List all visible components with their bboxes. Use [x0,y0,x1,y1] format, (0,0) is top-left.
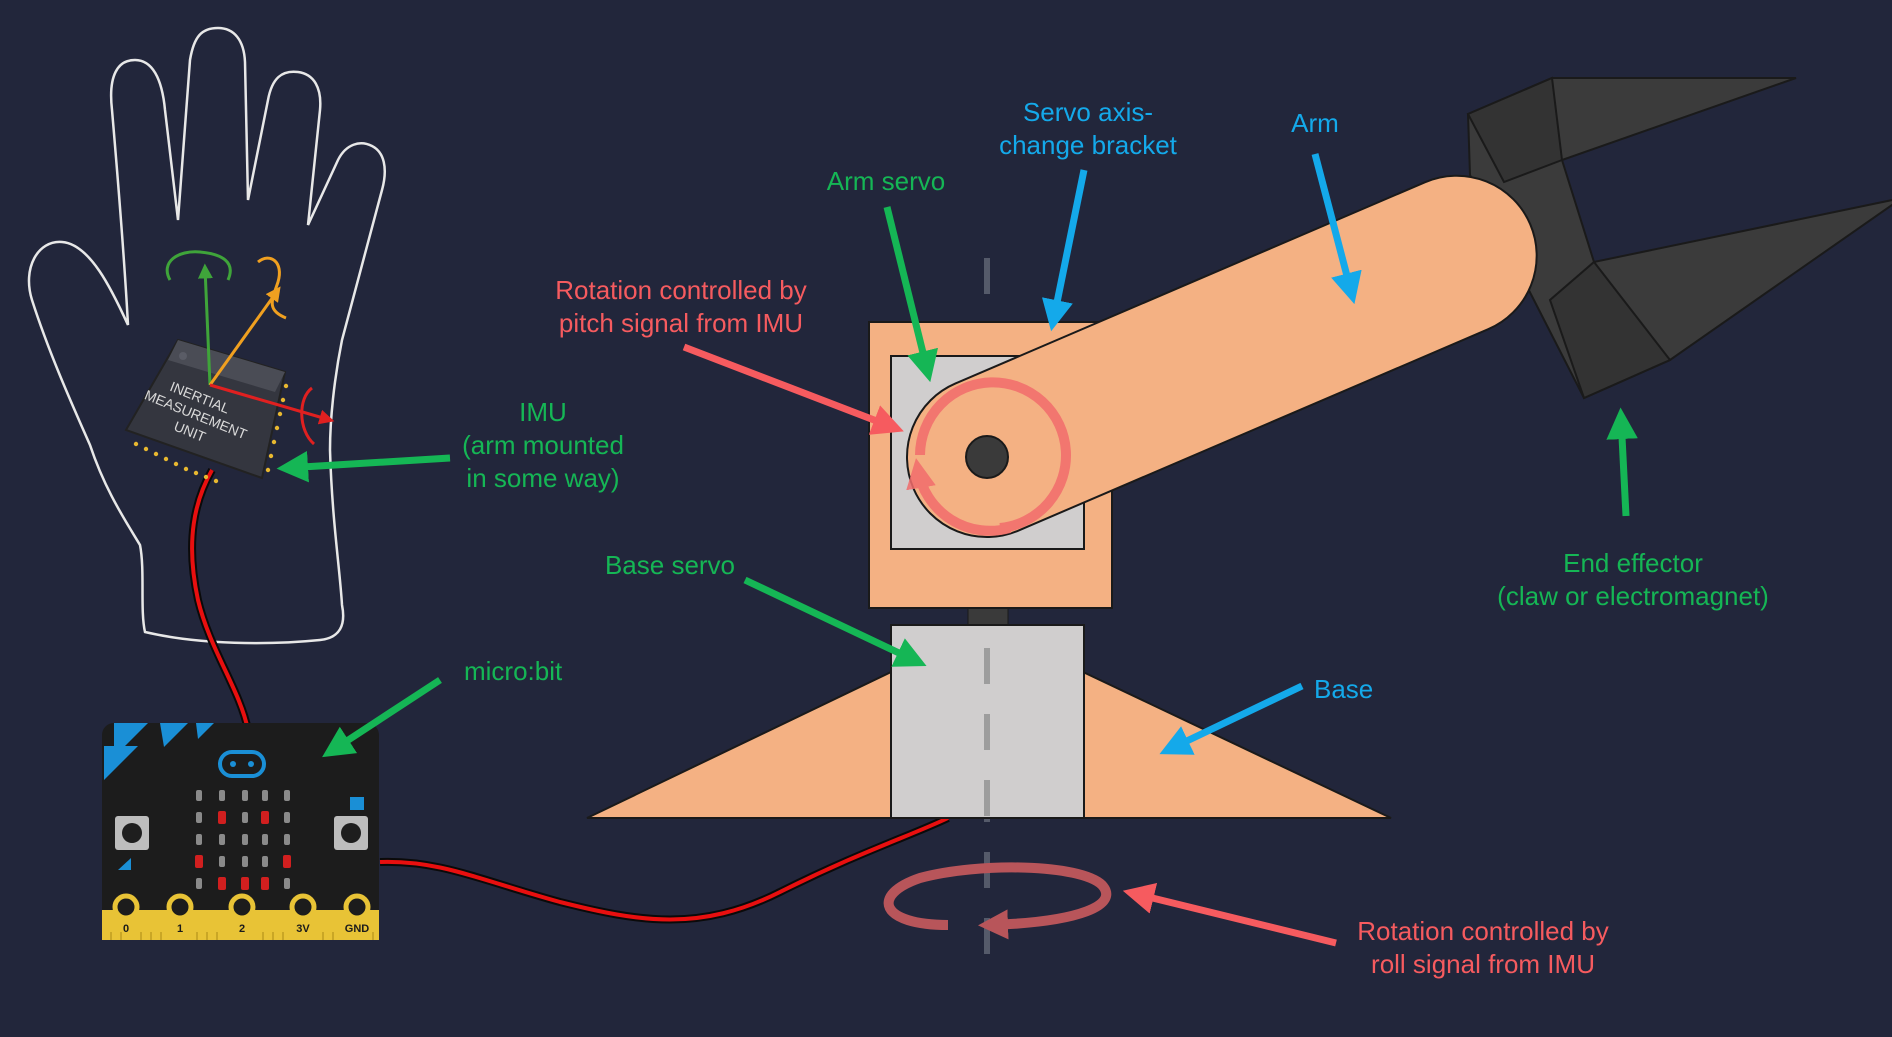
imu-arrow [276,450,451,483]
roll-label-2: roll signal from IMU [1371,949,1595,979]
imu-label-sub2: in some way) [466,463,619,493]
microbit-label: micro:bit [464,656,563,686]
arm-servo-arrow [883,206,939,383]
pitch-arrow [682,343,904,435]
base-label: Base [1314,674,1373,704]
arm-servo-label: Arm servo [827,166,945,196]
microbit-to-base-wire [379,814,950,924]
arm-pivot [965,435,1009,479]
base-servo-label: Base servo [605,550,735,580]
roll-label-1: Rotation controlled by [1357,916,1608,946]
bracket-arrow [1041,169,1088,332]
imu-axes-icon [165,250,335,446]
imu-wire [188,468,252,731]
imu-label-sub1: (arm mounted [462,430,624,460]
microbit-button-a [115,816,149,870]
roll-rotation-indicator [883,862,1112,940]
microbit-led-grid [195,790,291,890]
pitch-label-2: pitch signal from IMU [559,308,803,338]
pitch-rotation-indicator [906,377,1071,536]
bracket-label-2: change bracket [999,130,1178,160]
roll-arrow [1122,882,1337,947]
effector-label-1: End effector [1563,548,1703,578]
effector-arrow [1606,407,1638,517]
pitch-label-1: Rotation controlled by [555,275,806,305]
imu-label-title: IMU [519,397,567,427]
base-servo-arrow [743,576,927,667]
pin-label-1: 1 [177,923,183,935]
microbit-arrow [322,677,442,758]
pin-label-0: 0 [123,923,129,935]
pin-label-2: 2 [239,923,245,935]
pin-label-gnd: GND [345,923,370,935]
imu-chip-icon: INERTIAL MEASUREMENT UNIT [124,338,289,484]
glove-outline [27,26,386,645]
microbit-board-icon: 0 1 2 3V GND [102,723,379,940]
pin-label-3v: 3V [296,923,310,935]
effector-label-2: (claw or electromagnet) [1497,581,1769,611]
base-arrow [1159,682,1304,755]
microbit-button-b [334,797,368,850]
arm-arrow [1311,153,1362,305]
arm-label: Arm [1291,108,1339,138]
bracket-label-1: Servo axis- [1023,97,1153,127]
